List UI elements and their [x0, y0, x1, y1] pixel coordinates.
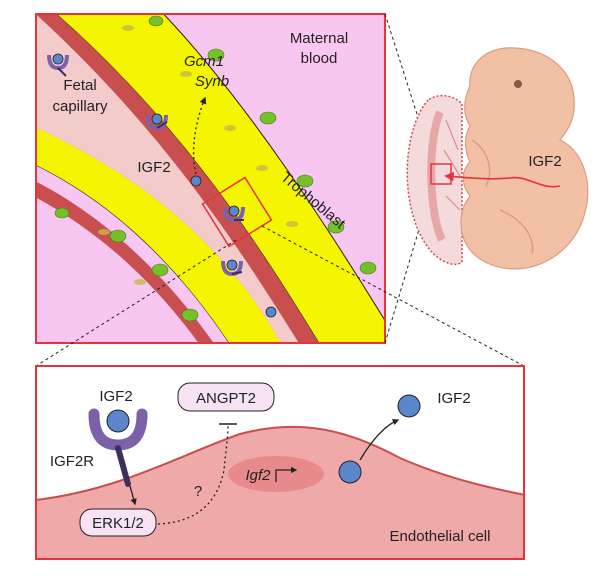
igf2-molecule — [190, 175, 202, 187]
angpt2-label: ANGPT2 — [196, 390, 256, 407]
igf2-label-top: IGF2 — [137, 159, 170, 176]
top-panel-frame — [35, 13, 386, 344]
trophoblast-nuclei — [54, 15, 377, 322]
endothelial-cell-label: Endothelial cell — [390, 528, 491, 545]
embryo-illustration — [406, 47, 589, 270]
receptor-icons — [47, 53, 245, 277]
igf2r-receptor-icon — [88, 408, 148, 487]
igf2-secretion-arrow — [359, 419, 400, 461]
gcm1-gene-label: Gcm1 — [184, 53, 224, 70]
question-mark: ? — [194, 483, 202, 500]
maternal-blood-label: Maternal — [290, 30, 348, 47]
igf2-embryo-label: IGF2 — [528, 153, 561, 170]
transcription-arrow-icon — [275, 466, 298, 482]
erk-label: ERK1/2 — [92, 515, 144, 532]
igf2-intracellular — [338, 460, 362, 484]
capillary-wall-upper — [36, 14, 319, 343]
umbilical-vessel-arrow — [444, 171, 561, 188]
endothelial-detail-panel — [36, 366, 524, 559]
fetal-capillary-label: capillary — [52, 98, 108, 115]
angpt2-box — [177, 382, 275, 412]
igf2-gene-label: Igf2 — [245, 467, 271, 484]
maternal-blood-label: blood — [301, 50, 338, 67]
igf2-bound-molecule — [106, 409, 130, 433]
fetal-capillary-label: Fetal — [63, 77, 96, 94]
placenta-section-panel — [36, 14, 385, 343]
igf2r-label: IGF2R — [50, 453, 94, 470]
endothelial-cell-body — [36, 425, 524, 559]
bottom-panel-frame — [35, 365, 525, 560]
igf2-to-trophoblast-arrow — [192, 96, 207, 175]
igf2-bound-label: IGF2 — [99, 388, 132, 405]
synb-gene-label: Synb — [195, 73, 229, 90]
igf2-released — [397, 394, 421, 418]
embryo-zoom-box — [430, 163, 452, 185]
zoom-region-box — [201, 176, 273, 248]
erk-box — [79, 508, 157, 537]
igf2-molecule — [265, 306, 277, 318]
igf2-released-label: IGF2 — [437, 390, 470, 407]
